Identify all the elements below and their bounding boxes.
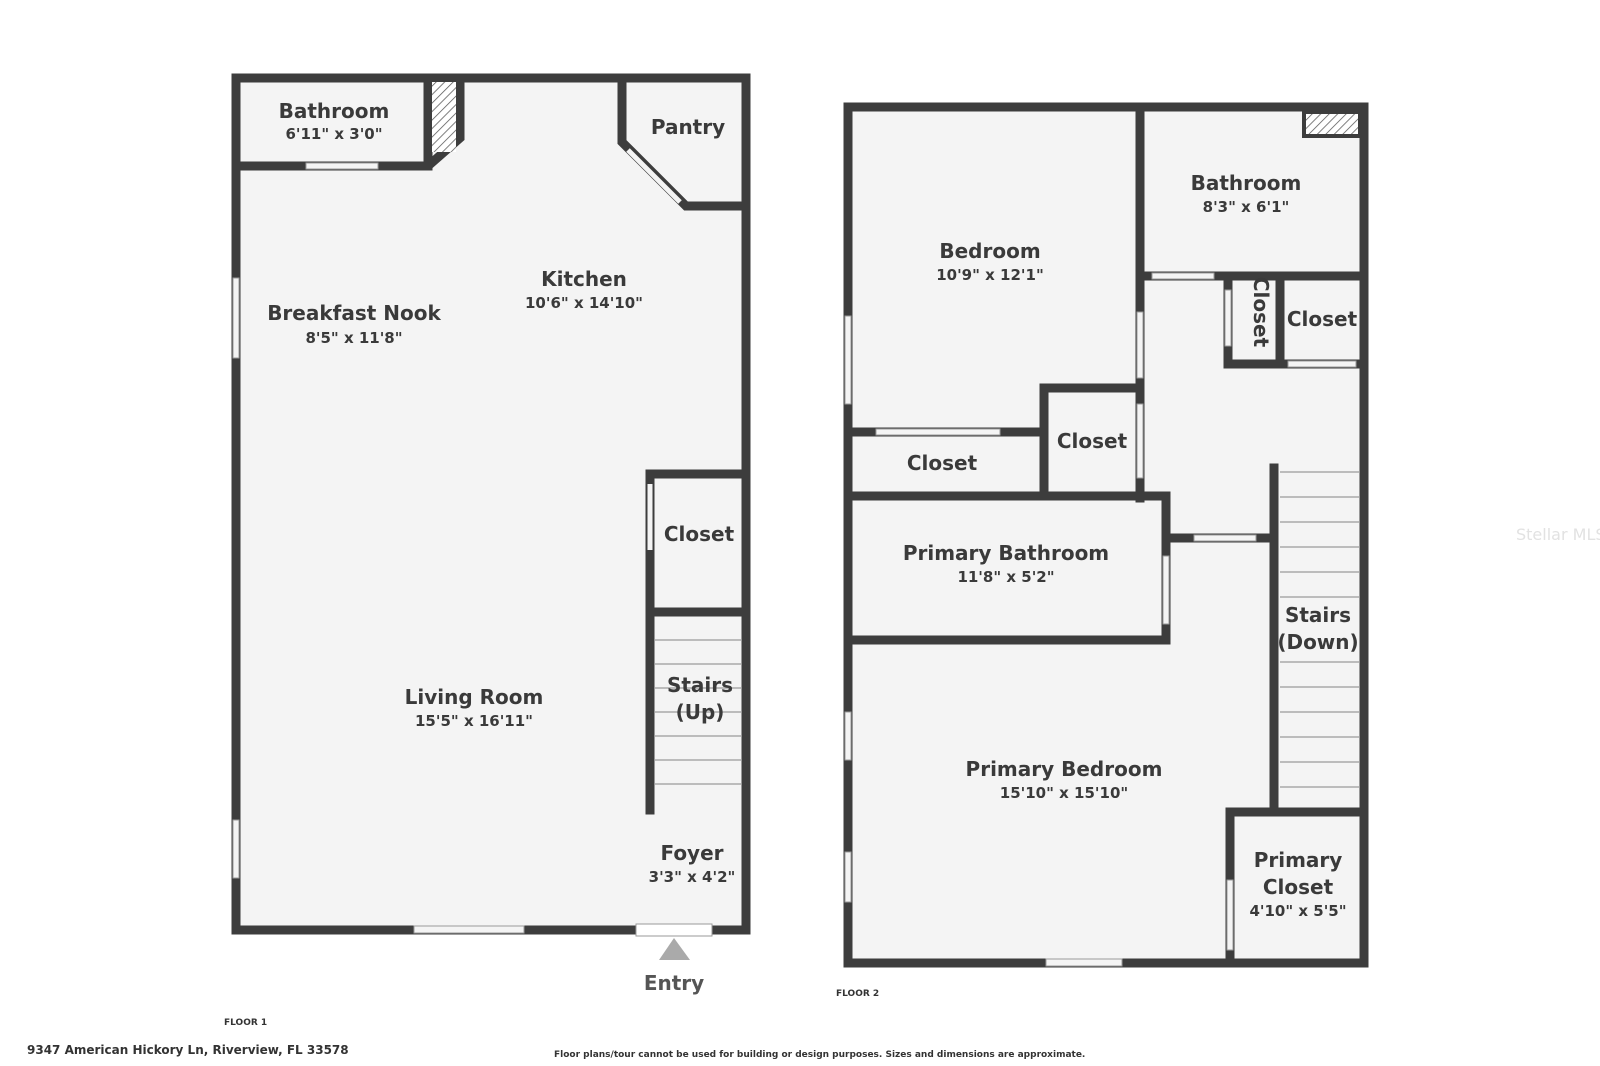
floor-2-window [844,711,852,761]
property-address: 9347 American Hickory Ln, Riverview, FL … [27,1043,349,1057]
front-door-opening [635,923,713,937]
stairs-up-treads [655,639,742,785]
foyer-dims: 3'3" x 4'2" [649,868,736,886]
floor-1-plan: Bathroom 6'11" x 3'0" Pantry Kitchen 10'… [224,73,751,1028]
door-opening [1136,311,1144,379]
breakfast-nook-dims: 8'5" x 11'8" [305,329,402,347]
pantry-label: Pantry [651,115,725,139]
floor-1-label: FLOOR 1 [224,1018,267,1028]
stairs-down-label: Stairs [1285,603,1351,627]
living-room-dims: 15'5" x 16'11" [415,712,533,730]
door-opening [1162,555,1170,625]
floor-2-label: FLOOR 2 [836,989,879,999]
floor-2-fill [848,107,1364,963]
floor-1-bathroom-label: Bathroom [279,99,390,123]
door-opening [1136,403,1144,479]
stairs-down-direction: (Down) [1277,630,1358,654]
floor-2-window [1045,958,1123,967]
floor-2-bathroom-dims: 8'3" x 6'1" [1203,198,1290,216]
floor-1-window [413,925,525,934]
living-room-label: Living Room [405,685,544,709]
primary-closet-label-line-1: Primary [1254,848,1343,872]
foyer-label: Foyer [660,841,723,865]
bedroom-label: Bedroom [939,239,1040,263]
floor-2-bathroom-label: Bathroom [1191,171,1302,195]
stairs-up-label: Stairs [667,673,733,697]
door-opening [1193,534,1257,542]
watermark: Stellar MLS [1516,525,1600,544]
primary-bedroom-dims: 15'10" x 15'10" [1000,784,1128,802]
primary-bedroom-label: Primary Bedroom [966,757,1163,781]
small-closet-wall [1039,383,1145,501]
floor-1-bathroom-dims: 6'11" x 3'0" [285,125,382,143]
pantry-door [626,148,682,204]
floor-1-closet-label: Closet [664,522,735,546]
primary-closet-label-line-2: Closet [1263,875,1334,899]
entry-label: Entry [644,971,704,995]
door-opening [1224,289,1232,347]
floor-2-window [844,851,852,903]
floor-2-window [844,315,852,405]
floor-1-fill [236,78,746,930]
bedroom-dims: 10'9" x 12'1" [936,266,1044,284]
primary-bathroom-dims: 11'8" x 5'2" [957,568,1054,586]
stairs-down-treads [1280,471,1360,788]
door-opening [1151,272,1215,280]
floor-1-window [305,162,379,170]
disclaimer: Floor plans/tour cannot be used for buil… [554,1050,1085,1060]
breakfast-nook-label: Breakfast Nook [267,301,441,325]
wide-closet-label: Closet [907,451,978,475]
door-opening [1226,879,1234,951]
stairs-up-direction: (Up) [676,700,725,724]
right-closet-label: Closet [1287,307,1358,331]
entry-arrow-icon [659,938,690,960]
primary-bathroom-label: Primary Bathroom [903,541,1109,565]
door-opening [1287,360,1357,368]
kitchen-dims: 10'6" x 14'10" [525,294,643,312]
floor-2-plan: Bedroom 10'9" x 12'1" Bathroom 8'3" x 6'… [836,102,1369,999]
floor-1-closet-wall [645,469,751,815]
small-closet-label: Closet [1057,429,1128,453]
floor-1-hatched-column [432,82,456,152]
vertical-closet-label: Closet [1249,277,1273,348]
door-opening [875,428,1001,436]
floor-2-hatched-column [1302,110,1362,138]
floor-1-window [232,819,240,879]
floor-1-window [232,277,240,359]
primary-closet-dims: 4'10" x 5'5" [1249,902,1346,920]
kitchen-label: Kitchen [541,267,627,291]
